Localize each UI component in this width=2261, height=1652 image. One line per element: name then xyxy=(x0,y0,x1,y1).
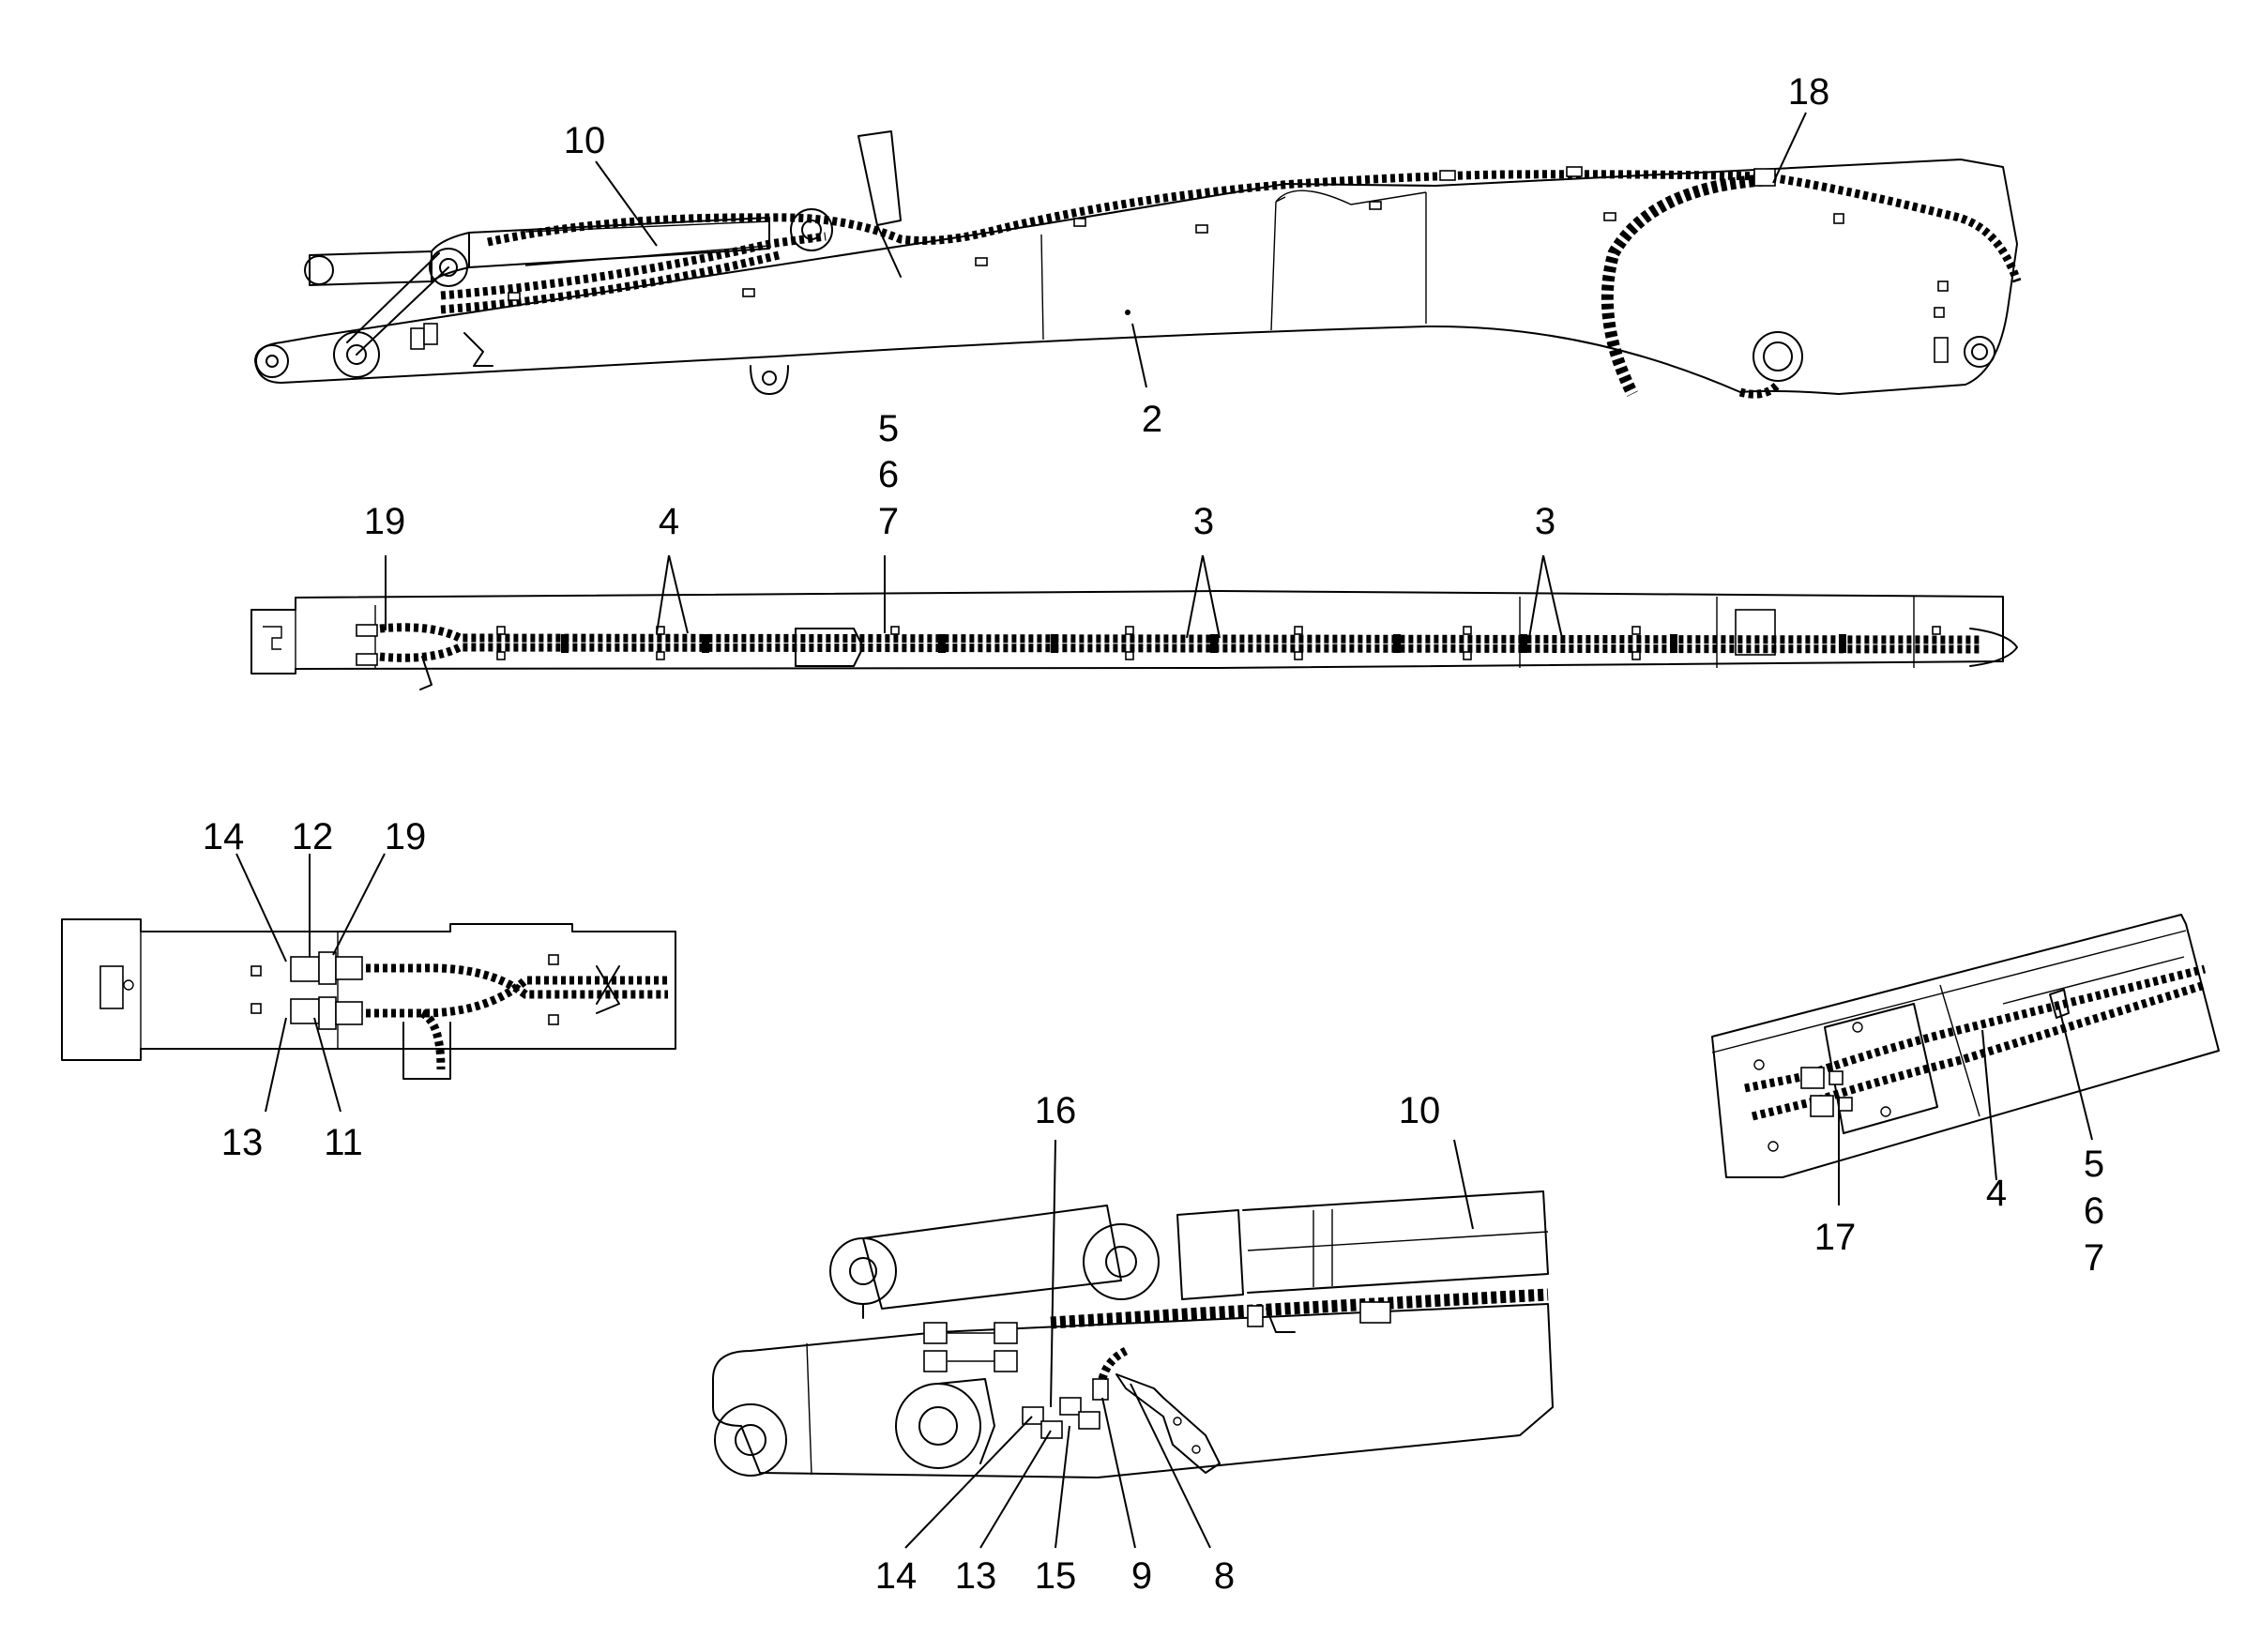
callout-14-bottom: 14 xyxy=(875,1555,918,1597)
callout-17: 17 xyxy=(1814,1217,1857,1258)
callout-3-plan-b: 3 xyxy=(1535,501,1555,542)
detail-bottom xyxy=(712,1190,1554,1478)
callout-19-plan: 19 xyxy=(364,501,406,542)
callout-5-plan: 5 xyxy=(878,408,899,449)
callout-6-right: 6 xyxy=(2084,1190,2104,1232)
callout-10-top: 10 xyxy=(564,120,606,161)
callout-8: 8 xyxy=(1214,1555,1235,1597)
leader-lines xyxy=(235,112,2093,1549)
callout-7-right: 7 xyxy=(2084,1237,2104,1279)
callout-14-left: 14 xyxy=(203,816,245,857)
callout-9: 9 xyxy=(1131,1555,1152,1597)
callout-13-bottom: 13 xyxy=(955,1555,997,1597)
callout-3-plan-a: 3 xyxy=(1193,501,1214,542)
callout-13-left: 13 xyxy=(221,1122,264,1163)
callout-4-plan: 4 xyxy=(659,501,679,542)
callouts: 10 18 2 5 6 7 19 4 3 3 14 12 19 13 11 17… xyxy=(203,71,2104,1597)
callout-6-plan: 6 xyxy=(878,454,899,495)
callout-19-left: 19 xyxy=(385,816,427,857)
detail-left xyxy=(61,918,676,1080)
callout-7-plan: 7 xyxy=(878,501,899,542)
callout-11: 11 xyxy=(324,1122,363,1163)
callout-18: 18 xyxy=(1788,71,1830,113)
callout-16: 16 xyxy=(1035,1090,1077,1131)
boom-side-view xyxy=(254,130,2022,399)
callout-12: 12 xyxy=(292,816,334,857)
callout-4-right: 4 xyxy=(1986,1173,2007,1214)
callout-5-right: 5 xyxy=(2084,1144,2104,1185)
callout-15: 15 xyxy=(1035,1555,1077,1597)
boom-plan-view xyxy=(250,590,2018,690)
detail-right xyxy=(1711,914,2220,1178)
callout-10-bottom: 10 xyxy=(1399,1090,1441,1131)
callout-2: 2 xyxy=(1142,399,1162,440)
